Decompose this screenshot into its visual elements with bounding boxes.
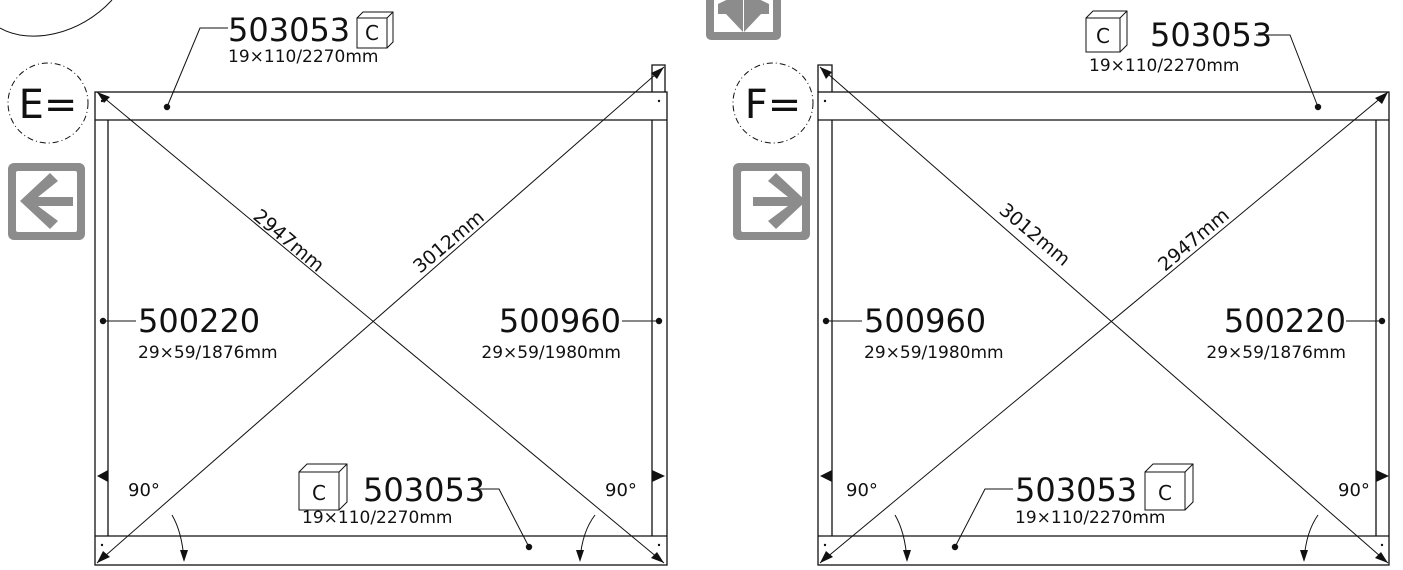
panel-e-top-board-dims: 19×110/2270mm (228, 47, 378, 67)
panel-f-angle-left: 90° (846, 480, 878, 501)
panel-e-marker-left (97, 470, 108, 482)
panel-f-angle-right: 90° (1338, 480, 1370, 501)
panel-e-diagonal-a-label: 2947mm (249, 205, 329, 277)
panel-e-right-post-dims: 29×59/1980mm (481, 343, 621, 363)
panel-e-diagonal-a (96, 91, 665, 564)
panel-f-top-tag-box: C (1085, 10, 1128, 53)
panel-e-bottom-tag-box: C (298, 463, 348, 511)
panel-f-badge-text: F= (745, 82, 802, 128)
left-arrow-button[interactable] (8, 163, 85, 240)
panel-f-top-tag: C (1096, 24, 1110, 48)
panel-f-bottom-board-dims: 19×110/2270mm (1015, 508, 1165, 528)
panel-f-frame (817, 91, 1390, 566)
panel-e-marker-right (652, 470, 665, 482)
panel-f-right-post-dims: 29×59/1876mm (1206, 343, 1346, 363)
right-arrow-button[interactable] (733, 163, 810, 240)
panel-e-frame (94, 91, 668, 566)
panel-f-left-post-dims: 29×59/1980mm (864, 343, 1004, 363)
up-arrow-icon (718, 0, 769, 32)
panel-e-bottom-tag: C (312, 481, 326, 505)
panel-f-top-board-code: 503053 (1150, 16, 1272, 54)
right-arrow-icon (753, 173, 806, 229)
panel-e-top-tag-box: C (356, 11, 394, 49)
panel-f-marker-left (820, 470, 832, 482)
left-arrow-icon (20, 173, 73, 229)
panel-f-bottom-tag-box: C (1144, 463, 1194, 511)
panel-f-diagonal-b (819, 91, 1389, 564)
panel-e-diagonal-b-label: 3012mm (409, 206, 489, 278)
panel-f-diagonal-a-label: 3012mm (995, 199, 1075, 271)
panel-f-top-board-dims: 19×110/2270mm (1089, 56, 1239, 76)
up-arrow-button[interactable] (706, 0, 781, 40)
panel-f-marker-right (1376, 470, 1389, 482)
panel-f-right-post-code: 500220 (1224, 302, 1346, 340)
panel-e-top-board-code: 503053 (228, 11, 350, 49)
panel-e: 503053 19×110/2270mm C 500220 29×59/1876… (7, 11, 668, 566)
panel-e-bottom-board-dims: 19×110/2270mm (302, 508, 452, 528)
panel-f-badge: F= (732, 62, 814, 144)
panel-f-bottom-tag: C (1158, 481, 1172, 505)
panel-e-angle-right: 90° (605, 480, 637, 501)
panel-e-bottom-board-code: 503053 (363, 471, 485, 509)
panel-f-post-stub (817, 64, 833, 92)
panel-e-angle-left: 90° (128, 480, 160, 501)
partial-circle-decoration (0, 0, 113, 37)
panel-e-left-post-code: 500220 (138, 302, 260, 340)
panel-e-right-post-code: 500960 (499, 302, 621, 340)
panel-f-diagonal-b-label: 2947mm (1154, 204, 1234, 276)
panel-e-badge-text: E= (19, 82, 78, 128)
panel-e-badge: E= (7, 62, 89, 144)
panel-f-left-post-code: 500960 (864, 302, 986, 340)
panel-f-diagonal-a (819, 66, 1389, 564)
panel-f: C 503053 19×110/2270mm 500960 29×59/1980… (732, 10, 1390, 566)
panel-e-diagonal-b (96, 66, 665, 564)
panel-e-post-stub (651, 64, 666, 92)
panel-f-bottom-board-code: 503053 (1015, 471, 1137, 509)
panel-e-left-post-dims: 29×59/1876mm (138, 343, 278, 363)
panel-e-top-tag: C (365, 21, 379, 45)
